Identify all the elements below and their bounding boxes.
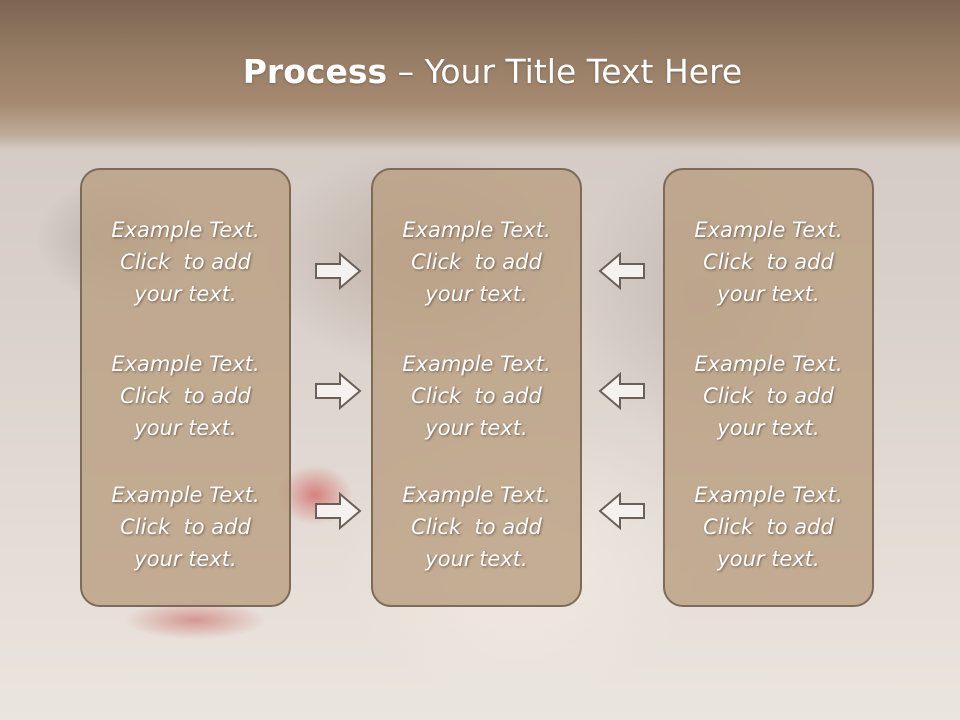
text-line: Click to add: [411, 515, 542, 539]
text-line: Click to add: [703, 384, 834, 408]
arrow-right-icon: [315, 371, 362, 411]
text-item[interactable]: Example Text. Click to add your text.: [82, 214, 289, 310]
text-line: your text.: [425, 416, 528, 440]
header-band: [0, 0, 960, 150]
text-line: Click to add: [120, 250, 251, 274]
text-line: Example Text.: [111, 352, 260, 376]
text-line: Click to add: [120, 515, 251, 539]
title-rest: – Your Title Text Here: [387, 52, 743, 91]
text-line: your text.: [717, 416, 820, 440]
text-line: Example Text.: [694, 352, 843, 376]
text-line: your text.: [717, 547, 820, 571]
text-line: your text.: [717, 282, 820, 306]
text-line: Example Text.: [402, 483, 551, 507]
text-item[interactable]: Example Text. Click to add your text.: [373, 348, 580, 444]
text-line: Click to add: [411, 250, 542, 274]
text-line: your text.: [134, 547, 237, 571]
arrow-left-icon: [598, 251, 645, 291]
text-line: your text.: [425, 282, 528, 306]
text-item[interactable]: Example Text. Click to add your text.: [665, 479, 872, 575]
text-line: your text.: [134, 282, 237, 306]
text-line: Click to add: [703, 250, 834, 274]
title-bold: Process: [242, 52, 388, 91]
text-line: Click to add: [703, 515, 834, 539]
text-item[interactable]: Example Text. Click to add your text.: [373, 479, 580, 575]
text-line: your text.: [425, 547, 528, 571]
arrow-left-icon: [598, 371, 645, 411]
arrow-left-icon: [598, 491, 645, 531]
slide-title[interactable]: Process – Your Title Text Here: [0, 52, 960, 91]
text-item[interactable]: Example Text. Click to add your text.: [665, 214, 872, 310]
text-line: Example Text.: [111, 483, 260, 507]
arrow-right-icon: [315, 491, 362, 531]
text-box-center[interactable]: Example Text. Click to add your text. Ex…: [371, 168, 582, 607]
text-item[interactable]: Example Text. Click to add your text.: [665, 348, 872, 444]
text-item[interactable]: Example Text. Click to add your text.: [373, 214, 580, 310]
text-line: Example Text.: [694, 218, 843, 242]
text-line: Example Text.: [402, 218, 551, 242]
text-line: Example Text.: [111, 218, 260, 242]
text-line: Click to add: [411, 384, 542, 408]
arrow-right-icon: [315, 251, 362, 291]
text-item[interactable]: Example Text. Click to add your text.: [82, 348, 289, 444]
text-item[interactable]: Example Text. Click to add your text.: [82, 479, 289, 575]
text-box-left[interactable]: Example Text. Click to add your text. Ex…: [80, 168, 291, 607]
text-line: Example Text.: [694, 483, 843, 507]
text-box-right[interactable]: Example Text. Click to add your text. Ex…: [663, 168, 874, 607]
text-line: Click to add: [120, 384, 251, 408]
text-line: Example Text.: [402, 352, 551, 376]
text-line: your text.: [134, 416, 237, 440]
